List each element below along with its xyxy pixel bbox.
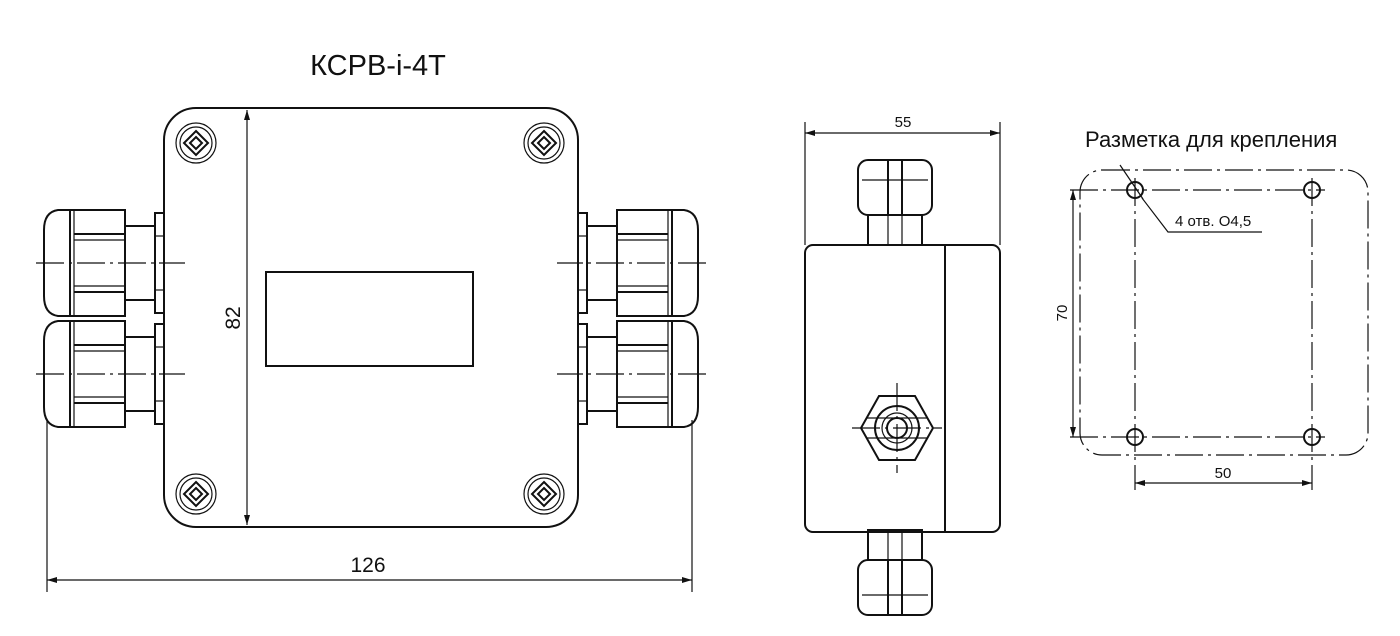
cable-gland-right-top [556,209,707,317]
mounting-hole [1303,181,1321,199]
screw-icon [523,122,565,164]
cable-gland-top [857,159,933,246]
drawing-title: КСРВ-i-4Т [310,50,446,82]
side-body [804,244,1001,533]
side-gland-nut [852,383,942,473]
cable-gland-left-top [35,209,186,317]
mounting-hole [1126,428,1144,446]
mounting-hole [1303,428,1321,446]
horizontal-dimension: 50 [1215,465,1232,482]
mounting-hole [1126,181,1144,199]
holes-label: 4 отв. О4,5 [1175,213,1251,230]
screw-icon [175,473,217,515]
cable-gland-right-bottom [556,320,707,428]
screw-icon [175,122,217,164]
width-dimension: 126 [350,554,385,577]
display-window [265,271,474,367]
cable-gland-bottom [857,529,933,616]
screw-icon [523,473,565,515]
enclosure-body [163,107,579,528]
mounting-title: Разметка для крепления [1085,127,1337,152]
vertical-dimension: 70 [1054,305,1071,322]
side-view: 55 [804,114,1001,616]
side-width-dimension: 55 [895,114,912,131]
height-dimension: 82 [222,306,245,329]
cable-gland-left-bottom [35,320,186,428]
front-view: 82 126 [35,107,707,592]
mounting-pattern: Разметка для крепления 70 50 4 отв. О4,5 [1054,127,1369,490]
